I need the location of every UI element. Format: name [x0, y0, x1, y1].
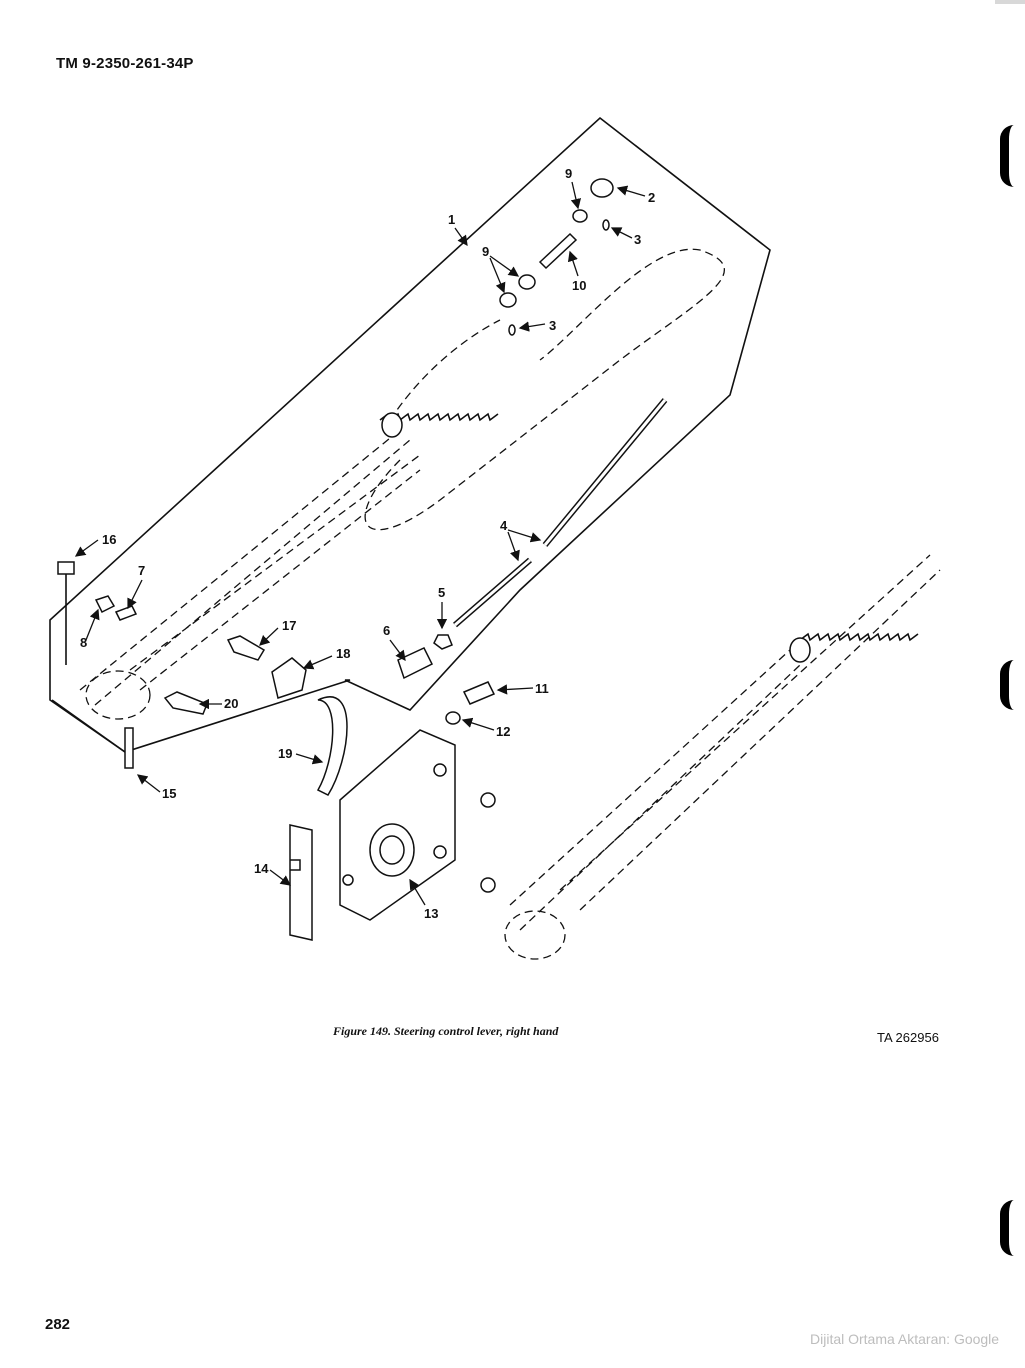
callout-11: 11: [535, 681, 549, 696]
watermark: Dijital Ortama Aktaran: Google: [810, 1331, 1000, 1347]
lower-tube-collar: [789, 637, 811, 663]
callout-2: 2: [648, 190, 655, 205]
callout-8: 8: [80, 635, 87, 650]
callout-5: 5: [438, 585, 445, 600]
callout-14: 14: [254, 861, 269, 876]
page-number: 282: [45, 1316, 71, 1333]
serrated-tube-dashed: [389, 319, 501, 421]
pin-upper: [602, 219, 610, 231]
lever-eye-dashed: [85, 670, 151, 720]
callout-9a: 9: [565, 166, 572, 181]
nut-right-upper: [480, 792, 496, 808]
callout-12: 12: [496, 724, 510, 739]
figure-caption: Figure 149. Steering control lever, righ…: [333, 1024, 559, 1038]
callout-20: 20: [224, 696, 238, 711]
nut-8: [94, 595, 116, 614]
clevis-18: [271, 657, 307, 699]
callout-13: 13: [424, 906, 438, 921]
callout-3a: 3: [634, 232, 641, 247]
binder-hole-mark: [1000, 125, 1014, 187]
setscrew-7: [114, 605, 138, 621]
washer-12: [445, 711, 461, 725]
wedge-6: [397, 647, 434, 680]
bolt-15: [124, 727, 134, 769]
segment-19: [316, 696, 348, 796]
bolt-20: [163, 691, 208, 715]
callout-15: 15: [162, 786, 176, 801]
nut-16: [57, 561, 75, 575]
callout-7: 7: [138, 563, 145, 578]
tube-collar: [381, 412, 403, 438]
callout-18: 18: [336, 646, 350, 661]
lever-base-edge: [51, 699, 126, 753]
lower-lever-dashed: [509, 554, 941, 931]
callout-16: 16: [102, 532, 116, 547]
callout-6: 6: [383, 623, 390, 638]
shim-14: [289, 824, 313, 941]
ta-number: TA 262956: [877, 1030, 939, 1045]
callout-10: 10: [572, 278, 586, 293]
lever-outline: [49, 116, 771, 753]
washer-lower: [499, 292, 517, 308]
binder-hole-mark: [1000, 660, 1014, 710]
document-id: TM 9-2350-261-34P: [56, 55, 194, 72]
scan-edge-mark: [995, 0, 1025, 4]
callout-4: 4: [500, 518, 508, 533]
nut-right-lower: [480, 877, 496, 893]
lower-eye-dashed: [504, 910, 566, 960]
callout-17: 17: [282, 618, 296, 633]
washer-mid: [518, 274, 536, 290]
spring-part: [538, 232, 578, 270]
binder-hole-mark: [1000, 1200, 1014, 1256]
pin-lower: [508, 324, 516, 336]
bolt-11: [462, 681, 496, 705]
washer-upper: [572, 209, 588, 223]
callout-3b: 3: [549, 318, 556, 333]
bolt-17: [226, 635, 266, 661]
cap-part: [590, 178, 614, 198]
nut-5: [433, 634, 453, 650]
lower-serrated-tube: [799, 632, 919, 642]
lever-dashed-body: [79, 429, 421, 706]
lever-loop-dashed: [364, 248, 725, 531]
callout-9b: 9: [482, 244, 489, 259]
callout-19: 19: [278, 746, 292, 761]
callout-1: 1: [448, 212, 455, 227]
